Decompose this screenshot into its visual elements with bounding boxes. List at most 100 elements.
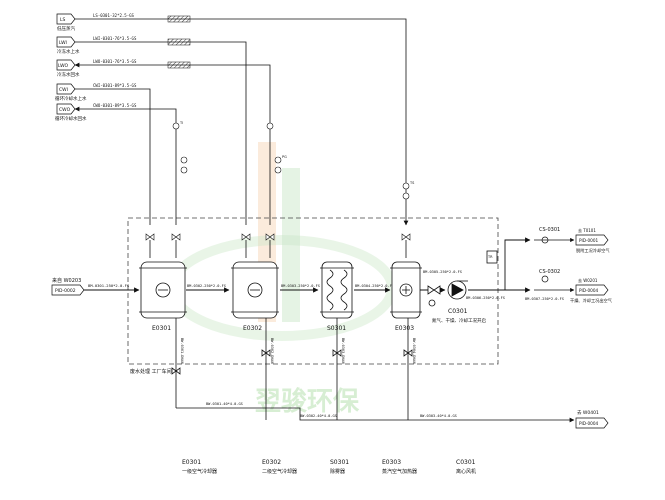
utility-instruments	[145, 122, 411, 241]
lwo-line	[74, 62, 271, 225]
watermark-logo-bar	[282, 168, 300, 322]
main-process-line	[84, 237, 531, 293]
drain-label: BW-0302-DN40	[270, 338, 274, 364]
gate-valve	[241, 233, 251, 241]
inlet-tag-code: LWI	[59, 40, 67, 46]
inlet-ref: PID-0002	[55, 288, 76, 294]
pressure-gauge	[274, 156, 282, 164]
drain-ref-tag	[575, 417, 609, 429]
instrument-label: TS	[409, 181, 415, 185]
drain-lines	[171, 318, 575, 423]
cwi-line	[75, 88, 151, 225]
outlet-ref-tag	[575, 234, 609, 246]
inlet-tag-name: 冷冻水回水	[57, 71, 80, 78]
equipment-legend: E0301 一级空气冷却器 E0302 二级空气冷却器 S0301 除雾器 E0…	[182, 459, 476, 475]
inlet-tag	[56, 103, 76, 115]
inlet-tag-code: CWO	[59, 107, 71, 113]
pressure-gauge	[180, 156, 188, 164]
drain-label: BW-0304-DN40	[412, 338, 416, 364]
legend-name: 除雾器	[330, 468, 345, 475]
process-line	[468, 237, 531, 291]
inlet-tag-name: 循环冷却水上水	[55, 95, 87, 102]
process-inlet: 来自 W0203 PID-0002	[51, 277, 85, 296]
gate-valve	[145, 233, 155, 241]
legend-tag: C0301	[456, 459, 476, 466]
equipment-tag: E0301	[152, 325, 171, 332]
pressure-gauge	[402, 192, 410, 200]
equipment-e0301	[139, 261, 187, 319]
drain-header	[176, 407, 575, 423]
outlet-sensor: CS-0302	[539, 269, 560, 275]
inlet-tag-code: LS	[60, 17, 66, 23]
line-label-lwo: LWO-0301-76*3.5-GS	[93, 59, 137, 64]
package-boundary	[127, 217, 499, 365]
inlet-ref-tag	[51, 284, 85, 296]
drain-label: BW-0301-DN40	[180, 338, 184, 364]
legend-name: 离心风机	[456, 468, 476, 475]
line-label: BM-0302-250*2.0-FS	[187, 284, 226, 288]
legend-name: 二级空气冷却器	[262, 468, 297, 475]
legend-name: 一级空气冷却器	[182, 468, 217, 475]
insulation-mark	[167, 61, 191, 69]
pressure-gauge	[402, 182, 410, 190]
inlet-tag-name: 冷冻水上水	[57, 48, 80, 55]
inlet-tag	[56, 13, 76, 25]
drain-valve	[403, 349, 413, 357]
line-label-cwo: CWO-0301-89*3.5-GS	[93, 103, 137, 108]
outlet-sensor: CS-0301	[539, 227, 560, 233]
utility-inlets: LS 低压蒸汽 LWI 冷冻水上水 LWO 冷冻水回水 CWI 循环冷却水上水 …	[55, 13, 87, 122]
outlet-ref-tag	[575, 284, 609, 296]
legend-tag: S0301	[330, 459, 349, 466]
equipment-s0301	[320, 261, 354, 319]
pressure-gauge	[274, 166, 282, 174]
lwi-line	[75, 41, 247, 225]
legend-name: 蒸汽空气加热器	[382, 468, 417, 475]
equipment-tag: C0301	[448, 308, 468, 315]
cwo-line	[74, 106, 177, 225]
inlet-tag-code: LWO	[58, 63, 69, 69]
area-label: 废水处理 工厂车间	[130, 368, 172, 375]
fan-note: 氮气、干燥、冷却工况开启	[432, 317, 486, 324]
inlet-tag-code: CWI	[59, 87, 68, 93]
drain-label: BW-0303-40*4.0-GS	[420, 414, 457, 418]
inlet-tag-name: 低压蒸汽	[57, 25, 75, 32]
watermark: 翌骏环保	[167, 142, 397, 417]
equipment-e0302	[231, 261, 279, 319]
demister-body	[321, 261, 353, 319]
watermark-text: 翌骏环保	[255, 386, 360, 417]
demister-mesh	[340, 269, 348, 311]
inlet-tag	[56, 59, 76, 71]
drain-valve	[171, 367, 181, 375]
motor-indicator	[486, 250, 498, 264]
line-label: BM-0307-250*2.0-FS	[525, 297, 564, 301]
line-label-inlet: BM-0301-250*2.0-FS	[88, 283, 130, 288]
instrument-label: TR	[487, 255, 493, 259]
drain-label: BW-0302-40*4.0-GS	[300, 414, 337, 418]
utility-lines	[74, 18, 409, 226]
line-label-cwi: CWI-0301-89*3.5-GS	[93, 83, 137, 88]
outlet-desc: 脱附工况冷却空气	[576, 247, 610, 254]
equipment-e0303	[390, 261, 422, 319]
exchanger-connections	[149, 240, 407, 258]
pressure-gauge	[180, 166, 188, 174]
drain-label: BW-0301-40*4.0-GS	[206, 402, 243, 406]
line-label-ls: LS-0301-32*2.5-GS	[93, 13, 135, 18]
line-label-lwi: LWI-0301-76*3.5-GS	[93, 36, 137, 41]
gate-valve	[401, 233, 411, 241]
drain-dest: 去 W0401	[577, 409, 599, 416]
inlet-tag	[56, 36, 76, 48]
drain-valve	[332, 349, 342, 357]
inlet-tag	[56, 83, 76, 95]
drain-label: BW-0303-DN40	[341, 338, 345, 364]
temperature-gauge	[266, 122, 274, 130]
instrument-label: TI	[179, 121, 183, 125]
equipment-tag: E0303	[395, 325, 414, 332]
insulation-marks	[167, 15, 191, 69]
outlet-dest: 去 W0201	[578, 277, 598, 283]
gate-valve	[171, 233, 181, 241]
legend-tag: E0302	[262, 459, 281, 466]
equipment-tag: E0302	[243, 325, 262, 332]
legend-tag: E0303	[382, 459, 401, 466]
fan-damper	[427, 285, 441, 295]
legend-tag: E0301	[182, 459, 201, 466]
